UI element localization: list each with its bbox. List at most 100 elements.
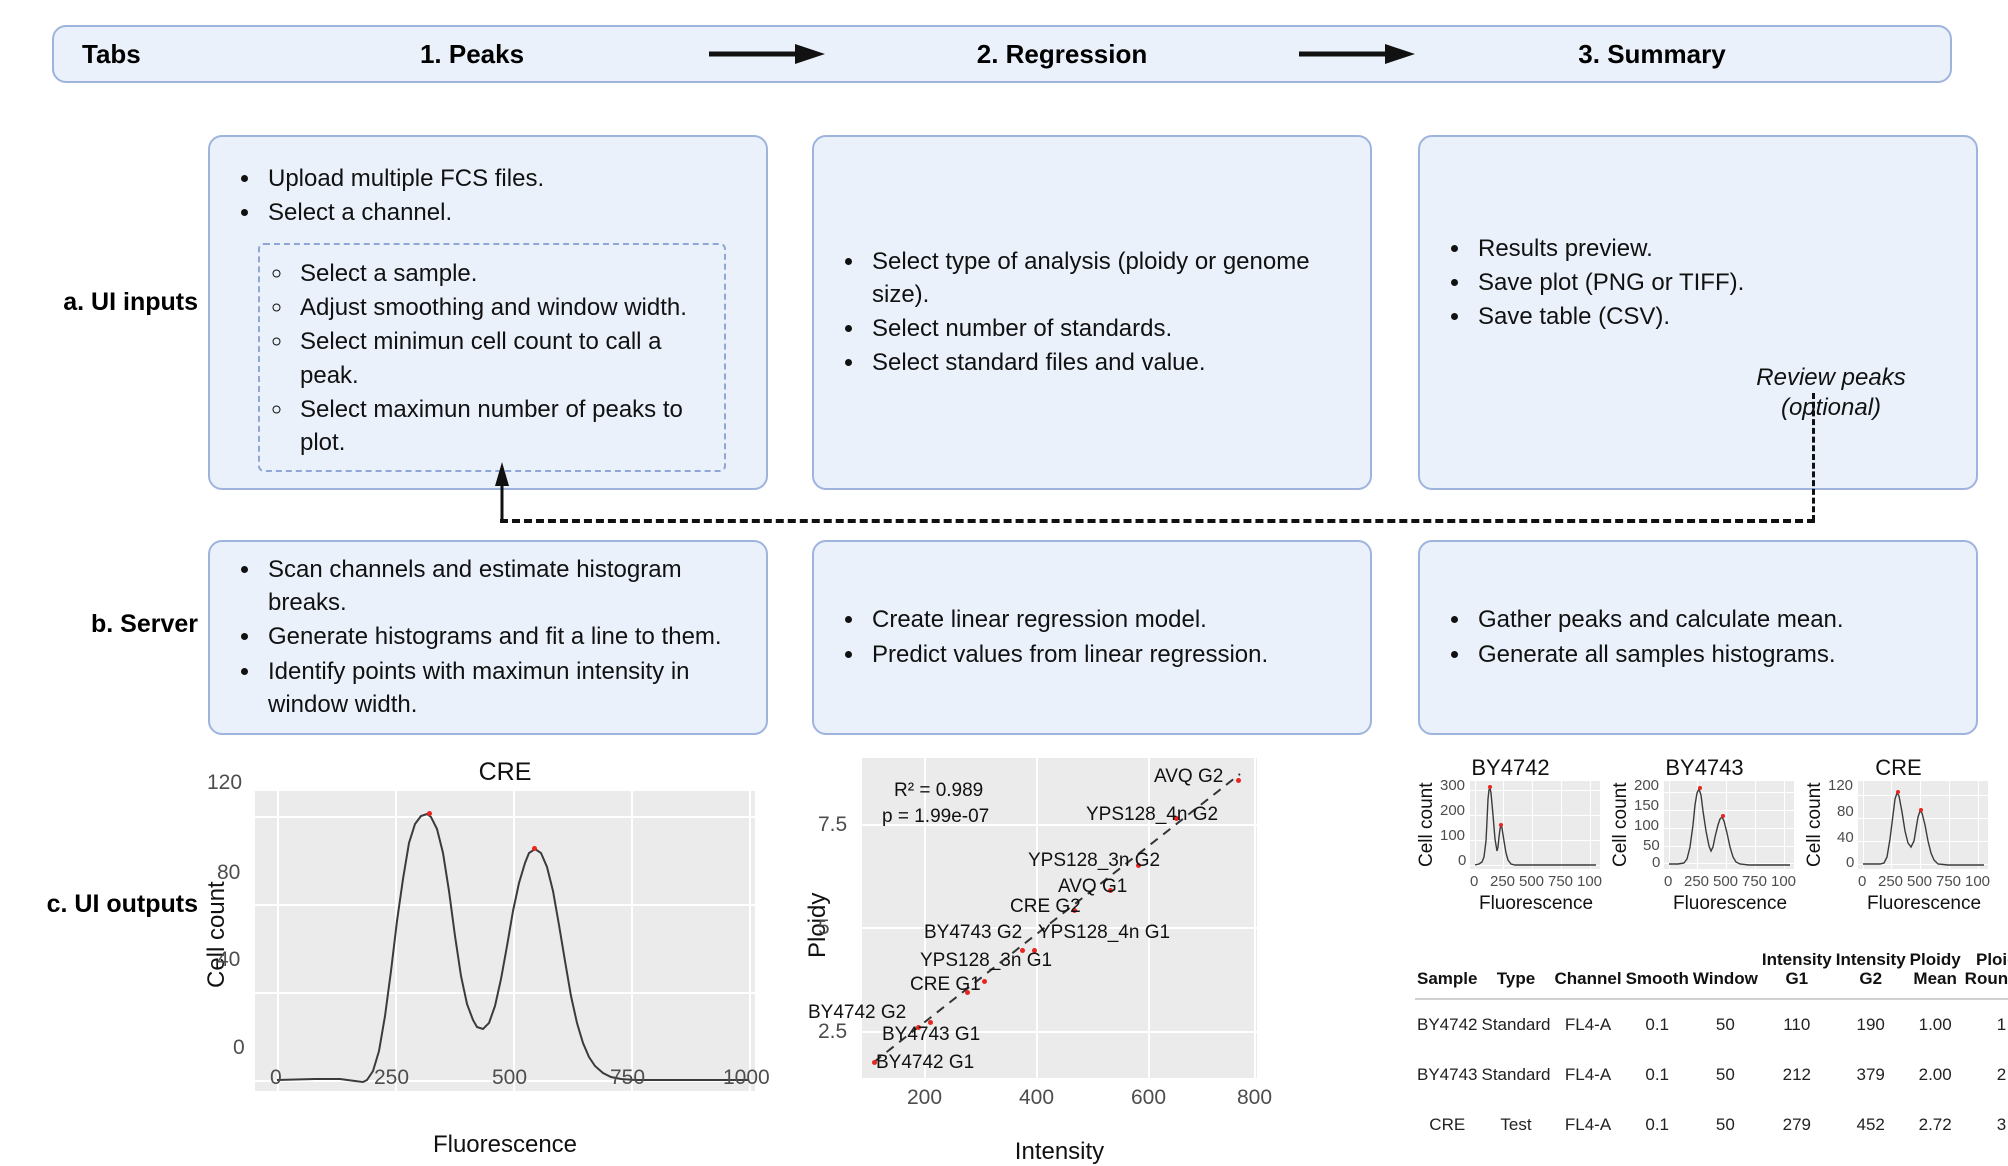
list-item: Select number of standards. bbox=[866, 312, 1348, 345]
y-tick-0: 0 bbox=[233, 1036, 245, 1059]
list-item: Select minimun cell count to call a peak… bbox=[294, 325, 710, 391]
cell-type: Test bbox=[1500, 1115, 1532, 1135]
point-label: BY4742 G2 bbox=[808, 1002, 907, 1023]
scatter-point bbox=[1236, 778, 1241, 783]
cell-intensity-g1: 279 bbox=[1782, 1115, 1811, 1135]
tab-summary[interactable]: 3. Summary bbox=[1578, 38, 1726, 69]
feedback-loop-line bbox=[500, 519, 1815, 523]
x-tick-500: 500 bbox=[1907, 873, 1933, 890]
x-tick-200: 200 bbox=[907, 1086, 943, 1109]
y-axis-label: Cell count bbox=[1610, 782, 1631, 868]
scatter-point bbox=[928, 1020, 933, 1025]
cell-smooth: 0.1 bbox=[1645, 1115, 1670, 1135]
cell-ploidy-rounded: 3 bbox=[1996, 1115, 2007, 1135]
y-tick-2-5: 2.5 bbox=[818, 1020, 848, 1043]
list-item: Save table (CSV). bbox=[1472, 300, 1954, 333]
cre-density-curve bbox=[276, 812, 749, 1084]
cell-smooth: 0.1 bbox=[1645, 1065, 1670, 1085]
row-label-ui-inputs: a. UI inputs bbox=[63, 288, 198, 316]
scatter-point bbox=[1174, 816, 1179, 821]
scatter-point bbox=[1072, 908, 1077, 913]
x-axis-label: Fluorescence bbox=[432, 1131, 578, 1158]
scatter-point bbox=[916, 1025, 921, 1030]
x-tick-250: 250 bbox=[1684, 873, 1710, 890]
chart-mini-cre: CRE Cell count 120 80 40 0 0 250 500 750… bbox=[1804, 755, 1991, 914]
tab-peaks[interactable]: 1. Peaks bbox=[419, 38, 525, 69]
list-item: Adjust smoothing and window width. bbox=[294, 291, 710, 324]
chart-title: CRE bbox=[478, 758, 532, 786]
list-item: Scan channels and estimate histogram bre… bbox=[262, 553, 744, 619]
list-item: Save plot (PNG or TIFF). bbox=[1472, 266, 1954, 299]
list-item: Select a channel. bbox=[262, 196, 744, 229]
x-tick-750: 750 bbox=[1742, 873, 1768, 890]
col-ploidy-rounded: PloidyRounded bbox=[1964, 950, 2008, 989]
x-tick-400: 400 bbox=[1019, 1086, 1055, 1109]
y-tick-0: 0 bbox=[1458, 852, 1467, 869]
x-tick-500: 500 bbox=[1713, 873, 1739, 890]
list-item: Select maximun number of peaks to plot. bbox=[294, 393, 710, 459]
peak-marker-2 bbox=[1919, 808, 1923, 812]
x-tick-250: 250 bbox=[1878, 873, 1904, 890]
col-type: Type bbox=[1496, 969, 1536, 989]
list-item: Select standard files and value. bbox=[866, 346, 1348, 379]
server-summary-list: Gather peaks and calculate mean. Generat… bbox=[1442, 603, 1954, 671]
arrow-right-icon-2 bbox=[1252, 41, 1462, 67]
point-label: CRE G2 bbox=[1010, 896, 1081, 917]
col-window: Window bbox=[1692, 969, 1758, 989]
list-item: Generate all samples histograms. bbox=[1472, 638, 1954, 671]
cell-channel: FL4-A bbox=[1564, 1015, 1612, 1035]
point-label: BY4742 G1 bbox=[876, 1052, 975, 1073]
chart-title: CRE bbox=[1875, 755, 1922, 780]
scatter-point bbox=[982, 979, 987, 984]
peak-marker-1 bbox=[1488, 785, 1492, 789]
x-tick-1000: 1000 bbox=[723, 1066, 770, 1089]
tab-regression[interactable]: 2. Regression bbox=[976, 38, 1148, 69]
col-channel: Channel bbox=[1554, 969, 1622, 989]
y-tick-40: 40 bbox=[217, 948, 241, 971]
x-tick-750: 750 bbox=[610, 1066, 646, 1089]
mini2-density-curve bbox=[1669, 787, 1790, 866]
mini3-density-curve bbox=[1863, 791, 1984, 866]
chart-mini-by4742: BY4742 Cell count 300 200 100 0 0 250 50… bbox=[1416, 755, 1603, 914]
ui-inputs-peaks-sublist: Select a sample. Adjust smoothing and wi… bbox=[264, 257, 710, 459]
list-item: Generate histograms and fit a line to th… bbox=[262, 620, 744, 653]
y-tick-120: 120 bbox=[207, 771, 243, 794]
y-tick-0: 0 bbox=[1846, 854, 1855, 871]
cell-sample: CRE bbox=[1429, 1115, 1466, 1135]
y-tick-40: 40 bbox=[1837, 829, 1854, 846]
list-item: Select type of analysis (ploidy or genom… bbox=[866, 245, 1348, 311]
cell-intensity-g2: 452 bbox=[1856, 1115, 1885, 1135]
cell-ploidy-mean: 2.72 bbox=[1918, 1115, 1952, 1135]
cell-type: Standard bbox=[1481, 1015, 1551, 1035]
table-header-row: Sample Type Channel Smooth Window Intens… bbox=[1415, 950, 2008, 999]
y-tick-200: 200 bbox=[1440, 802, 1466, 819]
p-value-annotation: p = 1.99e-07 bbox=[882, 806, 990, 827]
list-item: Gather peaks and calculate mean. bbox=[1472, 603, 1954, 636]
cell-ploidy-mean: 1.00 bbox=[1918, 1015, 1952, 1035]
peak-marker-1 bbox=[1896, 790, 1900, 794]
x-tick-600: 600 bbox=[1131, 1086, 1167, 1109]
y-axis-label: Cell count bbox=[1416, 782, 1437, 868]
tabs-bar-label: Tabs bbox=[82, 38, 141, 69]
point-label: YPS128_4n G1 bbox=[1038, 922, 1171, 943]
table-row: BY4742 Standard FL4-A 0.1 50 110 190 1.0… bbox=[1415, 999, 2008, 1050]
point-label: YPS128_3n G1 bbox=[920, 950, 1053, 971]
mini1-density-curve bbox=[1474, 785, 1596, 866]
x-axis-label: Intensity bbox=[1014, 1138, 1105, 1165]
y-tick-7-5: 7.5 bbox=[818, 813, 848, 836]
review-peaks-connector bbox=[1812, 393, 1815, 521]
feedback-loop-arrow-icon bbox=[492, 462, 512, 524]
panel-server-regression: Create linear regression model. Predict … bbox=[812, 540, 1372, 735]
y-tick-100: 100 bbox=[1440, 827, 1466, 844]
cell-window: 50 bbox=[1715, 1015, 1735, 1035]
y-tick-150: 150 bbox=[1634, 797, 1660, 814]
y-tick-200: 200 bbox=[1634, 777, 1660, 794]
cell-intensity-g1: 212 bbox=[1782, 1065, 1811, 1085]
row-label-ui-outputs: c. UI outputs bbox=[46, 890, 198, 918]
panel-server-summary: Gather peaks and calculate mean. Generat… bbox=[1418, 540, 1978, 735]
x-tick-800: 800 bbox=[1237, 1086, 1273, 1109]
chart-mini-by4743: BY4743 Cell count 200 150 100 50 0 0 250… bbox=[1610, 755, 1797, 914]
x-tick-500: 500 bbox=[1519, 873, 1545, 890]
